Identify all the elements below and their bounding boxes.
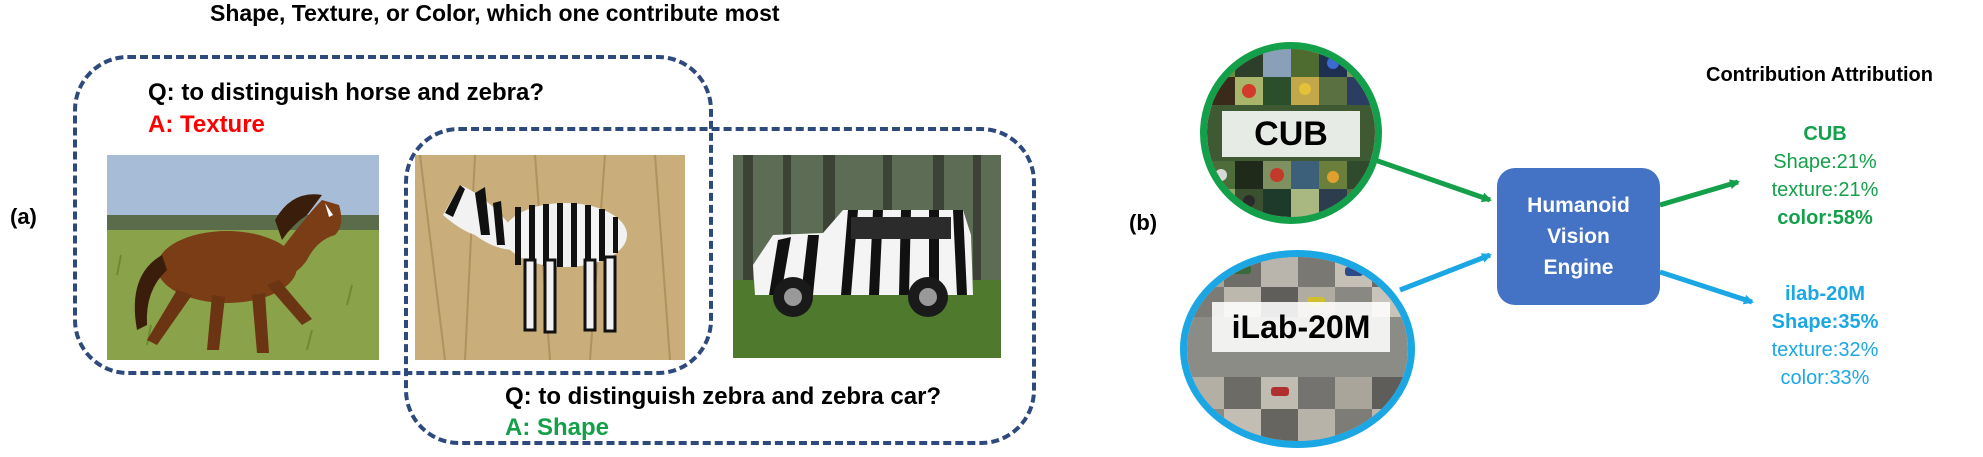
- answer-texture: A: Texture: [148, 111, 265, 138]
- engine-line-2: Vision: [1547, 225, 1610, 248]
- zebra-car-photo: [733, 155, 1001, 358]
- horse-photo: [107, 155, 379, 360]
- cub-attribution: CUB Shape:21% texture:21% color:58%: [1750, 120, 1900, 232]
- ilab-texture-value: texture:32%: [1771, 339, 1879, 361]
- contribution-attribution-title: Contribution Attribution: [1706, 64, 1933, 86]
- answer-shape: A: Shape: [505, 414, 610, 441]
- cub-to-engine-arrow: [1374, 157, 1492, 203]
- cub-shape-value: Shape:21%: [1773, 151, 1877, 173]
- horse-zebra-group-box: [73, 55, 713, 375]
- engine-to-ilab-result-arrow: [1659, 269, 1754, 305]
- ilab-to-engine-arrow: [1399, 252, 1492, 293]
- cub-dataset-label: CUB: [1222, 111, 1360, 157]
- engine-to-cub-result-arrow: [1659, 179, 1740, 208]
- ilab-result-name: ilab-20M: [1784, 283, 1866, 305]
- cub-result-name: CUB: [1803, 123, 1847, 145]
- cub-color-value: color:58%: [1777, 207, 1873, 229]
- panel-b-label: (b): [1129, 210, 1158, 235]
- humanoid-vision-engine-box: Humanoid Vision Engine: [1497, 168, 1660, 305]
- engine-line-3: Engine: [1543, 256, 1614, 279]
- zebra-car-group-box: [404, 127, 1036, 445]
- figure-title: Shape, Texture, or Color, which one cont…: [210, 0, 780, 26]
- ilab-dataset-label: iLab-20M: [1212, 302, 1390, 352]
- question-horse-zebra: Q: to distinguish horse and zebra?: [148, 79, 545, 106]
- question-zebra-car: Q: to distinguish zebra and zebra car?: [505, 383, 942, 410]
- panel-a-label: (a): [10, 204, 37, 229]
- ilab-attribution: ilab-20M Shape:35% texture:32% color:33%: [1750, 280, 1900, 392]
- zebra-photo: [415, 155, 685, 360]
- engine-line-1: Humanoid: [1527, 194, 1630, 217]
- ilab-color-value: color:33%: [1780, 367, 1870, 389]
- ilab-shape-value: Shape:35%: [1771, 311, 1879, 333]
- cub-texture-value: texture:21%: [1771, 179, 1879, 201]
